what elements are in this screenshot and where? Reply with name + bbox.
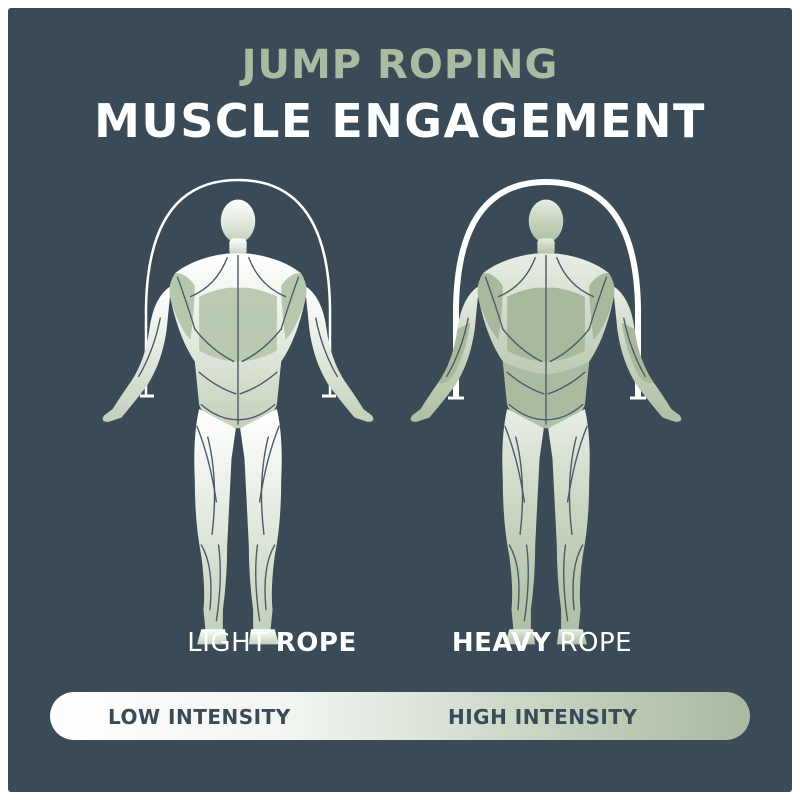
rope-right xyxy=(453,178,641,398)
caption-heavy-rope: HEAVY ROPE xyxy=(392,628,692,658)
caption-light-rope-word: ROPE xyxy=(275,628,357,658)
caption-light-word: LIGHT xyxy=(187,628,268,658)
rope-left xyxy=(144,178,332,396)
high-intensity-label: HIGH INTENSITY xyxy=(448,705,638,729)
title-line-2: MUSCLE ENGAGEMENT xyxy=(94,94,706,148)
figure-light-rope xyxy=(102,178,374,645)
infographic-card: JUMP ROPING MUSCLE ENGAGEMENT xyxy=(8,8,792,792)
figure-heavy-rope xyxy=(410,178,682,645)
intensity-bar: LOW INTENSITY HIGH INTENSITY xyxy=(50,692,750,740)
caption-heavy-word: HEAVY xyxy=(451,628,552,658)
low-intensity-label: LOW INTENSITY xyxy=(108,705,291,729)
caption-light-rope: LIGHT ROPE xyxy=(122,628,422,658)
title-line-1: JUMP ROPING xyxy=(241,42,559,88)
caption-heavy-rope-word: ROPE xyxy=(559,628,633,658)
figures-illustration xyxy=(102,178,682,645)
